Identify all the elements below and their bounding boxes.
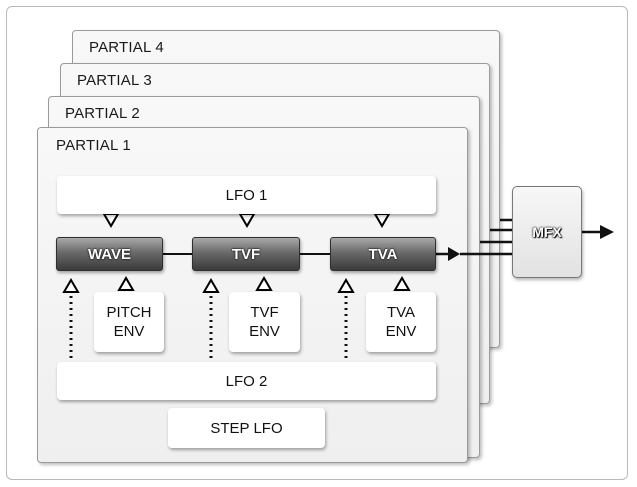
tvf-label: TVF — [231, 245, 261, 263]
pitch-env-label-line2: ENV — [113, 323, 145, 340]
tvf-env-to-tvf-arrow — [255, 276, 273, 291]
step-lfo-block: STEP LFO — [168, 408, 325, 448]
partial-3-label: PARTIAL 3 — [77, 72, 152, 89]
wave-module: WAVE — [56, 237, 163, 271]
tva-env-to-tva-arrow — [393, 276, 411, 291]
mfx-output-arrowhead — [600, 225, 614, 239]
partial-1-label: PARTIAL 1 — [56, 137, 131, 154]
lfo2-block: LFO 2 — [57, 362, 436, 400]
lfo2-to-wave-arrow — [62, 278, 80, 293]
tva-module: TVA — [330, 237, 436, 271]
tvf-env-label-line2: ENV — [249, 323, 280, 340]
step-lfo-label: STEP LFO — [210, 419, 283, 437]
lfo2-to-tvf-arrow — [202, 278, 220, 293]
lfo1-to-tva-arrow — [373, 213, 391, 228]
tva-env-label-line1: TVA — [386, 304, 416, 321]
lfo1-to-tvf-arrow — [238, 213, 256, 228]
partial-2-label: PARTIAL 2 — [65, 105, 140, 122]
lfo1-block: LFO 1 — [57, 176, 436, 214]
wave-label: WAVE — [87, 245, 132, 263]
tvf-env-label-line1: TVF — [250, 304, 279, 321]
lfo1-to-wave-arrow — [102, 213, 120, 228]
lfo2-to-tva-arrow — [337, 278, 355, 293]
tvf-module: TVF — [192, 237, 300, 271]
pitch-env-label-line1: PITCH — [106, 304, 152, 321]
tva-output-arrowhead — [448, 247, 460, 261]
partial-4-label: PARTIAL 4 — [89, 39, 164, 56]
mfx-label: MFX — [532, 224, 562, 240]
lfo1-label: LFO 1 — [225, 186, 268, 204]
tva-env-block: TVA ENV — [366, 292, 436, 352]
mfx-block: MFX — [512, 186, 582, 278]
tvf-env-block: TVF ENV — [229, 292, 300, 352]
tva-env-label-line2: ENV — [385, 323, 417, 340]
tva-label: TVA — [368, 245, 398, 263]
pitch-env-block: PITCH ENV — [94, 292, 164, 352]
pitch-env-to-wave-arrow — [117, 276, 135, 291]
lfo2-label: LFO 2 — [225, 372, 268, 390]
